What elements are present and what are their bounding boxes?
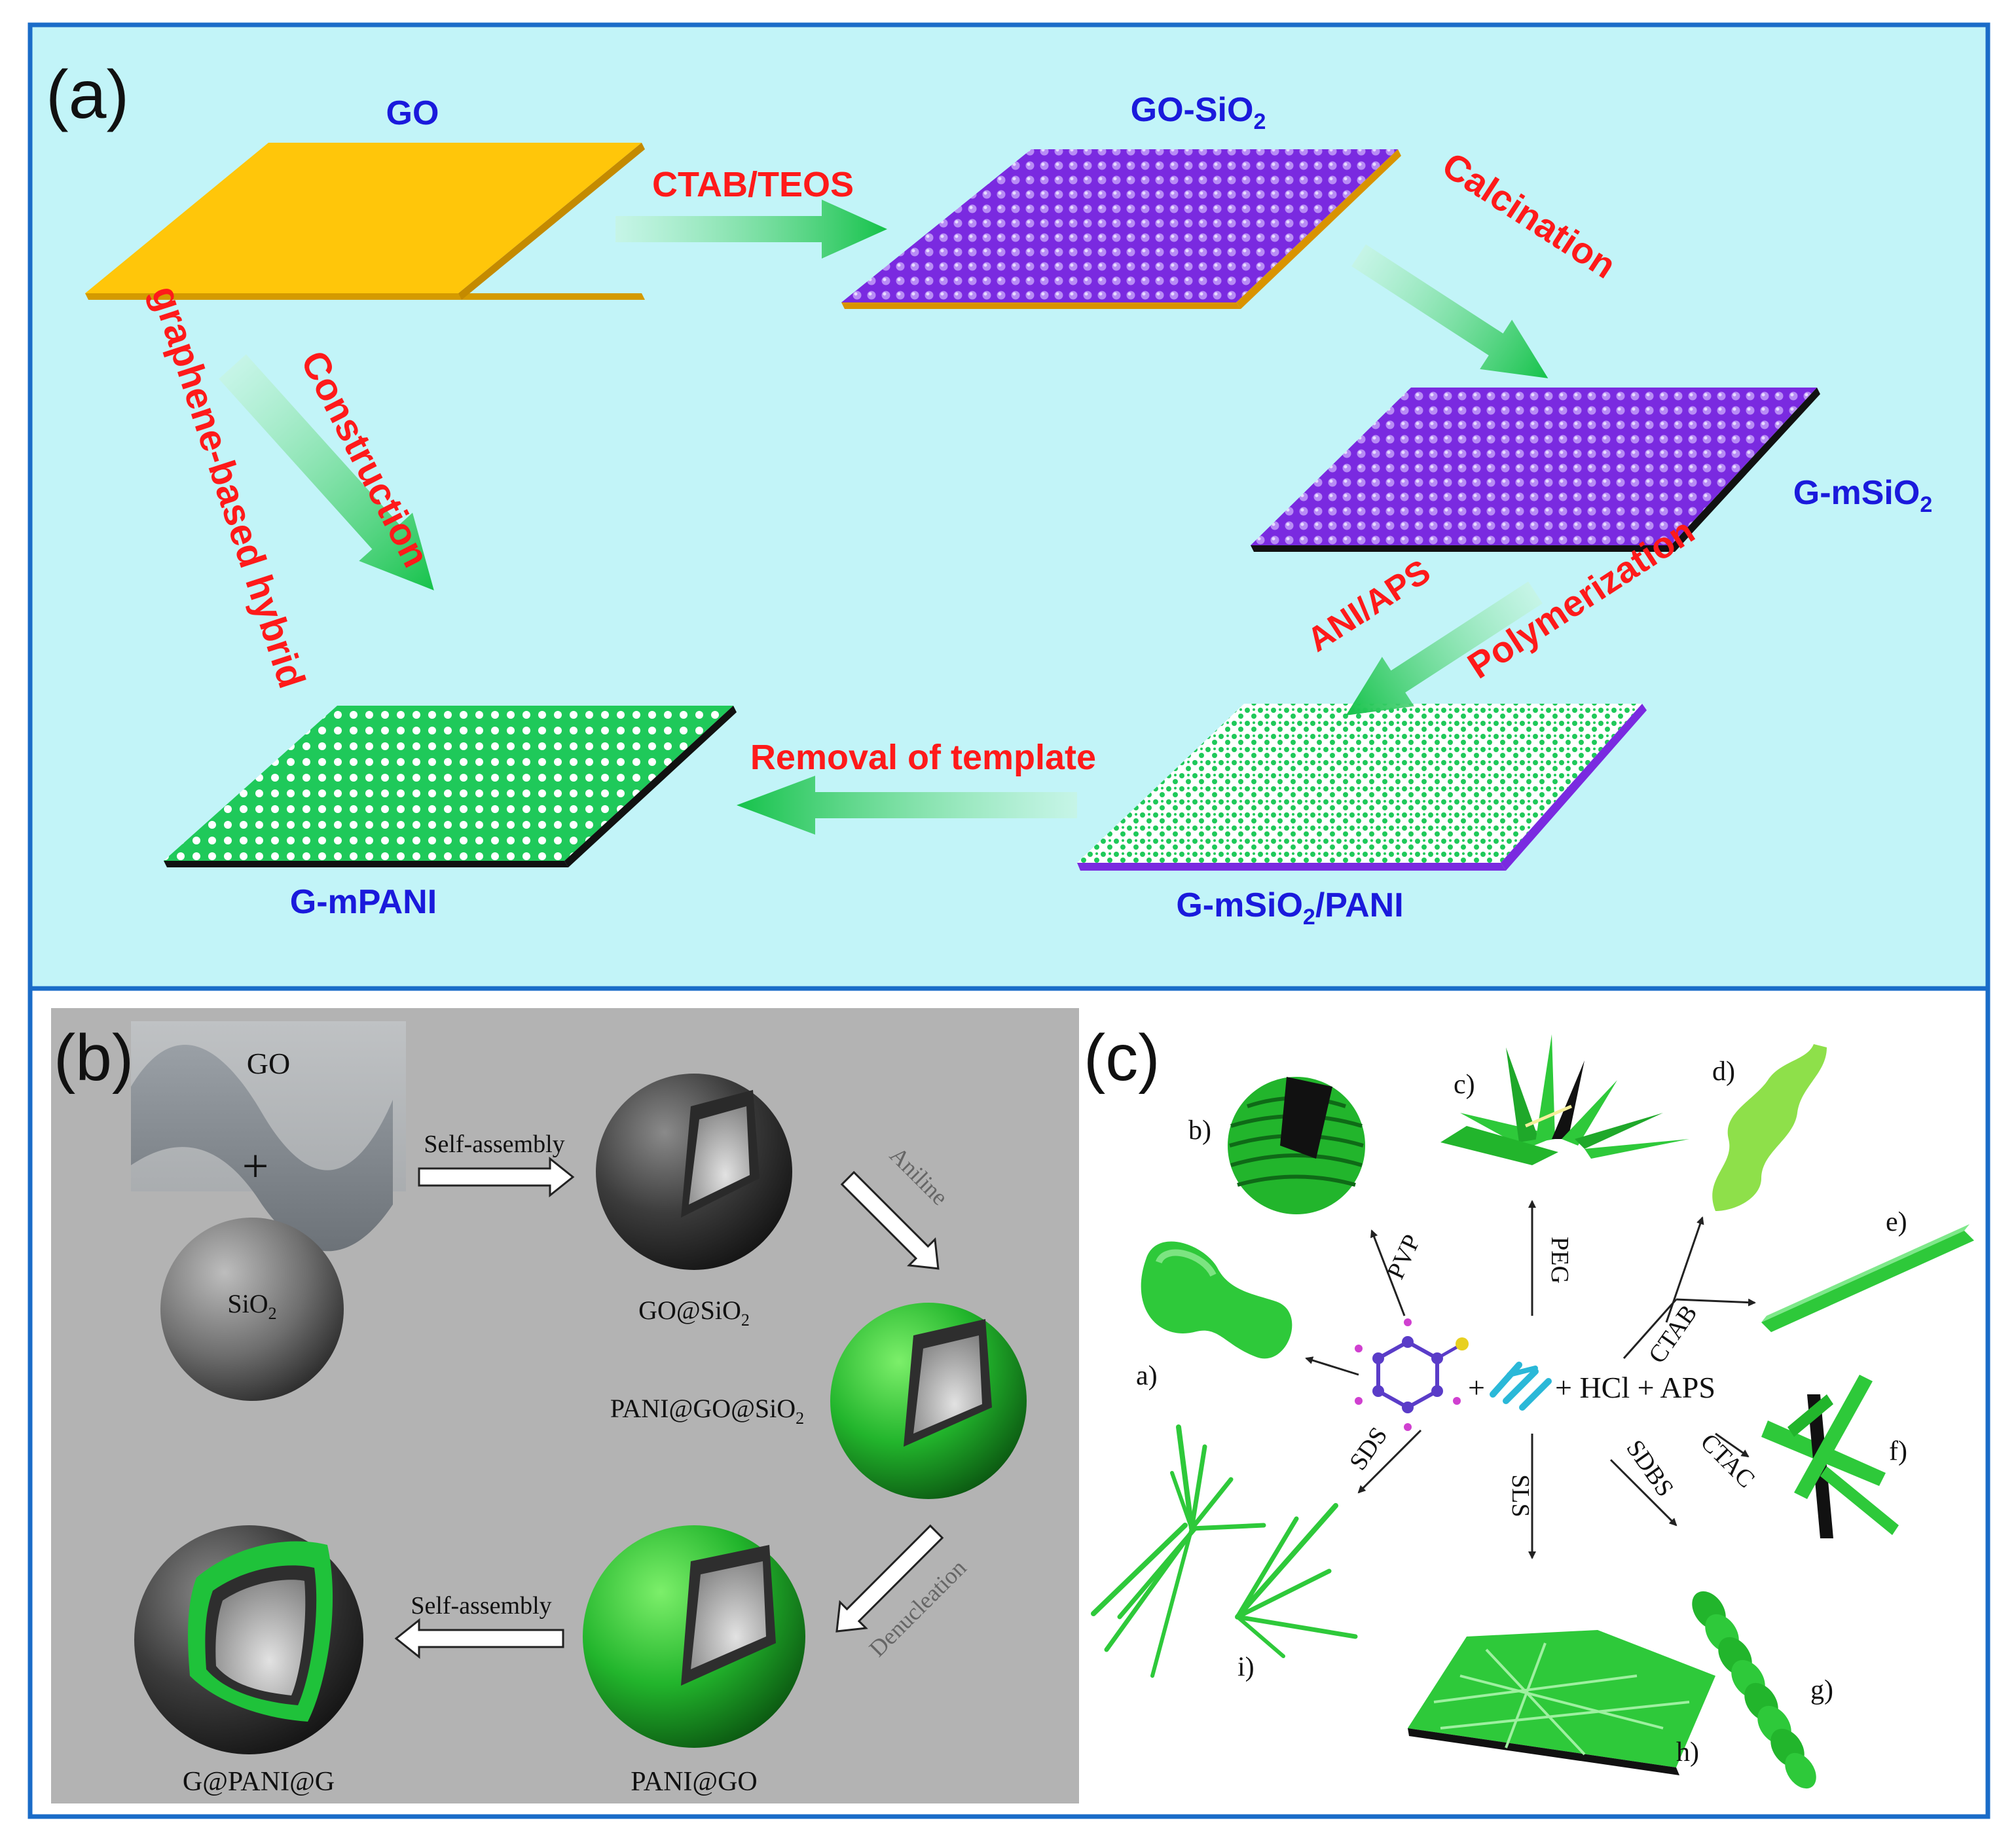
label-self-assembly-1: Self-assembly <box>424 1131 564 1158</box>
aniline-molecule <box>1355 1318 1469 1431</box>
label-pani-go-sio2: PANI@GO@SiO2 <box>610 1394 804 1428</box>
g-pani-g-sphere <box>134 1525 363 1754</box>
morphology-b-coil <box>1228 1077 1365 1214</box>
g-msio2-pani-sheet-top <box>1077 704 1642 863</box>
label-d: d) <box>1712 1057 1735 1087</box>
label-ctab-teos: CTAB/TEOS <box>652 165 854 204</box>
label-g-msio2-pani: G-mSiO2/PANI <box>1176 886 1403 930</box>
label-removal-of-template: Removal of template <box>750 738 1096 777</box>
morphology-e-bar <box>1761 1224 1974 1332</box>
arrow-sdbs <box>1609 1458 1677 1527</box>
label-sds: SDS <box>1344 1422 1393 1476</box>
panel-bc-frame <box>27 986 1990 1819</box>
panel-c-label: (c) <box>1084 1021 1160 1095</box>
arrow-pvp <box>1370 1229 1406 1316</box>
label-ctab-c: CTAB <box>1643 1300 1703 1369</box>
label-sio2-b: SiO2 <box>227 1289 276 1323</box>
morphology-g-chain <box>1692 1591 1816 1789</box>
label-g-mpani: G-mPANI <box>290 883 437 921</box>
morphology-i-needles <box>1091 1424 1358 1678</box>
panel-a-label: (a) <box>46 57 129 133</box>
template-sticks <box>1490 1362 1552 1411</box>
morphology-c-plates <box>1440 1034 1689 1165</box>
panel-b: (b) GO + SiO2 Self-assembly GO@SiO2 Anil… <box>51 1008 1079 1803</box>
pani-at-go-sphere <box>583 1525 805 1748</box>
arrow-construction <box>219 354 434 590</box>
g-msio2-pani-sheet <box>1077 704 1647 871</box>
plus-c: + <box>1468 1371 1485 1404</box>
label-g: g) <box>1810 1675 1833 1705</box>
label-g-pani-g: G@PANI@G <box>183 1767 335 1797</box>
g-mpani-sheet <box>164 706 737 867</box>
arrow-denucleation <box>835 1524 944 1633</box>
label-pvp: PVP <box>1382 1230 1426 1283</box>
g-msio2-sheet <box>1251 388 1820 552</box>
g-mpani-sheet-top <box>164 706 733 861</box>
label-b: b) <box>1188 1115 1211 1146</box>
label-go-sio2: GO-SiO2 <box>1131 91 1266 134</box>
panel-a: (a) GO GO-SiO2 G-mSiO2 G-mSiO2/PANI <box>27 22 1990 991</box>
label-self-assembly-2: Self-assembly <box>411 1592 551 1620</box>
go-sheet <box>85 143 645 300</box>
go-sio2-sheet-top <box>841 149 1398 302</box>
label-a: a) <box>1136 1361 1158 1391</box>
label-g-msio2: G-mSiO2 <box>1793 474 1933 517</box>
label-h: h) <box>1676 1737 1699 1767</box>
label-sls: SLS <box>1507 1474 1534 1517</box>
arrow-ani-aps <box>1346 581 1543 715</box>
label-go: GO <box>386 94 439 132</box>
label-go-at-sio2: GO@SiO2 <box>638 1295 750 1330</box>
arrow-ctab-teos <box>615 200 887 259</box>
label-pani-at-go: PANI@GO <box>631 1767 758 1797</box>
label-e: e) <box>1886 1207 1907 1237</box>
label-reagents: + HCl + APS <box>1555 1371 1715 1404</box>
arrow-to-a <box>1305 1356 1359 1376</box>
arrow-ctab-right <box>1676 1298 1756 1307</box>
label-sdbs: SDBS <box>1621 1435 1679 1502</box>
go-wavy-sheet <box>131 1021 406 1252</box>
label-go-b: GO <box>247 1047 290 1080</box>
morphology-h-sheet <box>1408 1630 1715 1775</box>
arrow-ctab-stem <box>1622 1299 1677 1359</box>
morphology-d-ribbon <box>1712 1044 1827 1211</box>
arrow-removal-of-template <box>737 776 1077 835</box>
g-msio2-sheet-top <box>1251 388 1817 545</box>
go-sheet-top <box>85 143 642 293</box>
sio2-sphere <box>160 1218 344 1401</box>
arrow-calcination <box>1351 244 1549 378</box>
label-ctac: CTAC <box>1695 1428 1760 1493</box>
plus-b: + <box>242 1140 269 1192</box>
arrow-aniline <box>840 1170 940 1270</box>
label-peg: PEG <box>1546 1237 1573 1284</box>
arrow-self-assembly-2 <box>394 1618 564 1659</box>
morphology-a-capsule <box>1141 1241 1292 1359</box>
arrow-ctac <box>1715 1432 1750 1458</box>
panel-b-label: (b) <box>54 1021 134 1095</box>
panel-c: (c) + <box>1084 1021 1974 1789</box>
label-c: c) <box>1454 1070 1475 1100</box>
label-f: f) <box>1889 1436 1907 1466</box>
pani-go-sio2-sphere <box>830 1303 1027 1499</box>
morphology-f-star <box>1761 1375 1899 1538</box>
go-sio2-sphere <box>596 1074 792 1270</box>
arrow-sds <box>1357 1429 1422 1494</box>
label-i: i) <box>1237 1652 1255 1682</box>
arrow-self-assembly-1 <box>418 1156 575 1198</box>
go-sio2-sheet <box>841 149 1401 309</box>
